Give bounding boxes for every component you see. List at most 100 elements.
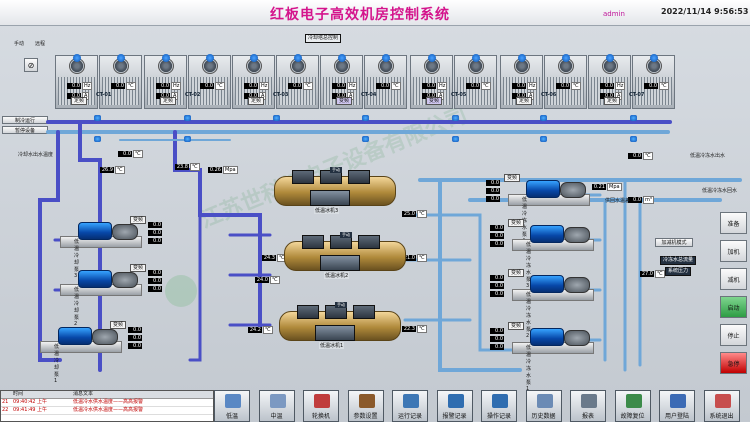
toolbar-button[interactable]: 操作记录: [481, 390, 517, 422]
motor-icon: [338, 54, 346, 62]
tower-mode[interactable]: 定频: [516, 97, 533, 105]
valve-icon[interactable]: [94, 136, 101, 142]
cooling-tower[interactable]: [544, 54, 587, 109]
motor-icon: [518, 54, 526, 62]
total-flow-tag: 冷冻水总流量: [660, 256, 697, 265]
toolbar-label: 运行记录: [397, 413, 422, 420]
pump-mode[interactable]: 变频: [508, 219, 525, 227]
valve-icon[interactable]: [630, 115, 637, 121]
chiller-name: 低温冰机2: [324, 272, 350, 279]
toolbar-button[interactable]: 报警记录: [436, 390, 473, 422]
event-log-header: 时间消息文本: [1, 391, 213, 399]
toolbar-button[interactable]: 系统退出: [703, 390, 740, 422]
valve-icon[interactable]: [362, 136, 369, 142]
valve-icon[interactable]: [540, 136, 547, 142]
pump-mode[interactable]: 变频: [508, 269, 525, 277]
toolbar-button[interactable]: 历史数据: [525, 390, 562, 422]
current-user[interactable]: admin: [603, 10, 625, 18]
value: 0.0: [244, 93, 258, 99]
valve-icon[interactable]: [452, 136, 459, 142]
tower-control-tag[interactable]: 冷却塔总控制: [305, 34, 342, 43]
pump-reading: 0.0: [486, 188, 500, 194]
pump-mode[interactable]: 变频: [130, 264, 147, 272]
valve-icon[interactable]: [184, 136, 191, 142]
tower-reading: 0.0℃: [288, 82, 313, 90]
company-logo: [165, 275, 197, 307]
toolbar-icon: [269, 394, 286, 408]
return-temp-label: 供回水温差: [605, 198, 631, 204]
value: 0.0: [332, 93, 346, 99]
cw-temp-1: 26.9℃: [100, 166, 125, 174]
toolbar-button[interactable]: 轮换机: [303, 390, 339, 422]
pump-motor-icon: [530, 275, 564, 293]
pump-reading: 0.0: [490, 241, 504, 247]
cooling-tower[interactable]: [276, 54, 319, 109]
side-button-1[interactable]: 加机: [720, 240, 747, 262]
tower-mode[interactable]: 定频: [604, 97, 621, 105]
control-panel: [315, 325, 355, 341]
valve-icon[interactable]: [452, 115, 459, 121]
motor-icon: [606, 54, 614, 62]
pump-mode[interactable]: 变频: [504, 174, 521, 182]
toolbar-button[interactable]: 中温: [258, 390, 295, 422]
pump-reading: 0.0: [148, 238, 162, 244]
compressor: [348, 170, 370, 184]
toolbar-button[interactable]: 报表: [570, 390, 606, 422]
pump-motor-icon: [530, 328, 564, 346]
side-button-2[interactable]: 减机: [720, 268, 747, 290]
valve-icon[interactable]: [540, 115, 547, 121]
valve-icon[interactable]: [184, 115, 191, 121]
chiller-name: 低温冰机3: [314, 207, 340, 214]
pump-name: 低温冷冻水泵3: [526, 242, 532, 289]
valve-icon[interactable]: [630, 136, 637, 142]
side-button-4[interactable]: 停止: [720, 324, 747, 346]
pump-mode[interactable]: 变频: [110, 321, 127, 329]
compressor: [297, 305, 319, 319]
toolbar-button[interactable]: 用户登陆: [659, 390, 695, 422]
value: 0.0: [288, 83, 302, 89]
value: 0.0: [512, 93, 526, 99]
tower-mode[interactable]: 定频: [160, 97, 177, 105]
toolbar-button[interactable]: 参数设置: [347, 390, 384, 422]
tower-name: CT-07: [629, 92, 645, 98]
pump-mode[interactable]: 变频: [508, 322, 525, 330]
mode-switch[interactable]: ⊘: [24, 58, 38, 72]
pump-reading: 0.0: [148, 286, 162, 292]
unit: Hz: [615, 82, 626, 90]
valve-icon[interactable]: [94, 115, 101, 121]
toolbar-button[interactable]: 运行记录: [392, 390, 428, 422]
pump-reading: 0.0: [148, 278, 162, 284]
tower-mode[interactable]: 定频: [71, 97, 88, 105]
side-button-3[interactable]: 启动: [720, 296, 747, 318]
value: 0.0: [490, 336, 504, 342]
valve-icon[interactable]: [362, 115, 369, 121]
pump-casing: [560, 182, 586, 198]
side-button-0[interactable]: 准备: [720, 212, 747, 234]
tower-mode[interactable]: 变频: [336, 97, 353, 105]
side-button-5[interactable]: 急停: [720, 352, 747, 374]
tower-name: CT-05: [451, 92, 467, 98]
value: 0.0: [422, 93, 436, 99]
ahu-mode-button[interactable]: 加减机模式: [655, 238, 693, 247]
value: 0.0: [128, 343, 142, 349]
unit: Hz: [347, 82, 358, 90]
motor-icon: [250, 54, 258, 62]
value: 0.0: [490, 328, 504, 334]
pump-mode[interactable]: 变频: [130, 216, 147, 224]
toolbar-button[interactable]: 故障复位: [614, 390, 651, 422]
tower-name: CT-03: [273, 92, 289, 98]
tower-mode[interactable]: 变频: [426, 97, 443, 105]
valve-icon[interactable]: [273, 115, 280, 121]
toolbar-button[interactable]: 低温: [214, 390, 250, 422]
toolbar-icon: [225, 394, 241, 408]
tower-mode[interactable]: 定频: [248, 97, 265, 105]
pump-reading: 0.0: [128, 327, 142, 333]
cooling-tower[interactable]: [632, 54, 675, 109]
value: 0.0: [600, 83, 614, 89]
